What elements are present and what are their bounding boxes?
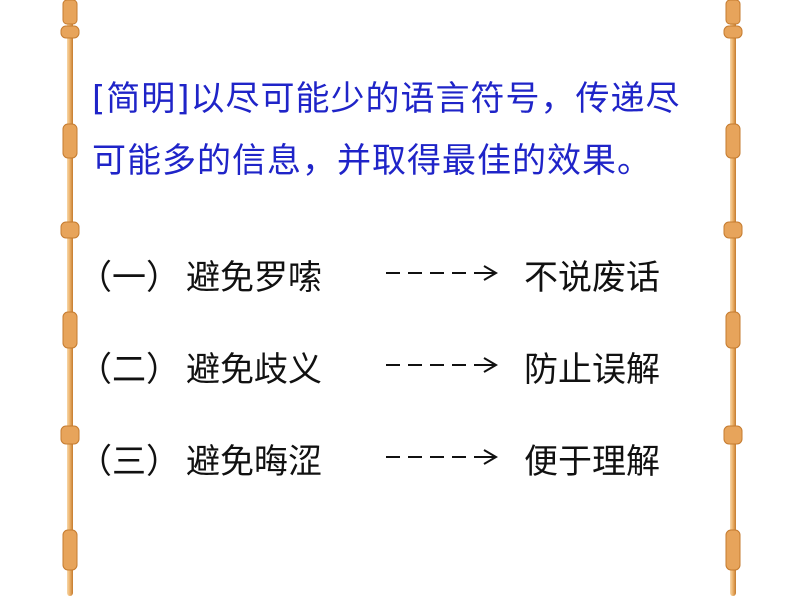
intro-term: [简明] xyxy=(92,79,191,119)
intro-line-1-rest: 以尽可能少的语言符号，传递尽 xyxy=(190,79,681,119)
criteria-result: 不说废话 xyxy=(524,258,660,298)
criteria-result: 防止误解 xyxy=(524,350,660,390)
criteria-row-3: （三） 避免晦涩 便于理解 xyxy=(78,426,718,486)
criteria-row-2: （二） 避免歧义 防止误解 xyxy=(78,334,718,394)
criteria-number: （一） xyxy=(78,258,180,298)
bamboo-border-left xyxy=(56,0,84,596)
criteria-topic: 避免歧义 xyxy=(186,350,322,390)
criteria-topic: 避免晦涩 xyxy=(186,442,322,482)
bamboo-border-right xyxy=(719,0,747,596)
criteria-topic: 避免罗嗦 xyxy=(186,258,322,298)
criteria-number: （二） xyxy=(78,350,180,390)
criteria-row-1: （一） 避免罗嗦 不说废话 xyxy=(78,242,718,302)
right-arrow-icon xyxy=(386,449,498,465)
right-arrow-icon xyxy=(386,265,498,281)
intro-line-1: [简明]以尽可能少的语言符号，传递尽 xyxy=(92,68,702,130)
criteria-number: （三） xyxy=(78,442,180,482)
intro-paragraph: [简明]以尽可能少的语言符号，传递尽 可能多的信息，并取得最佳的效果。 xyxy=(92,68,702,192)
criteria-result: 便于理解 xyxy=(524,442,660,482)
right-arrow-icon xyxy=(386,357,498,373)
intro-line-2: 可能多的信息，并取得最佳的效果。 xyxy=(92,141,652,181)
